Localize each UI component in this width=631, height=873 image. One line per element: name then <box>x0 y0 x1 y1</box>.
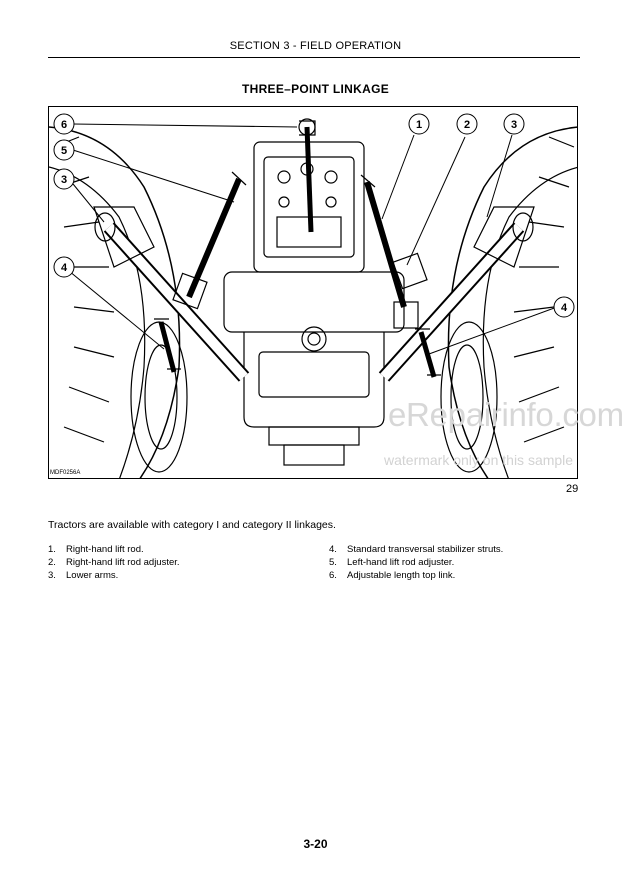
callout-label: 2 <box>464 119 470 131</box>
callout-label: 4 <box>561 302 568 314</box>
callout-4-left <box>53 256 75 278</box>
callout-label: 5 <box>61 145 67 157</box>
watermark-subtext: watermark only on this sample <box>384 452 574 468</box>
figure-number: 29 <box>566 483 579 495</box>
list-item: 2.Right-hand lift rod adjuster. <box>48 557 180 568</box>
callout-label: 3 <box>511 119 517 131</box>
legend-list-left: 1.Right-hand lift rod. 2.Right-hand lift… <box>48 543 180 582</box>
callout-5 <box>53 139 75 161</box>
list-item: 4.Standard transversal stabilizer struts… <box>329 544 504 555</box>
callout-label: 1 <box>416 119 422 131</box>
list-item: 3.Lower arms. <box>48 570 119 581</box>
watermark-text: eRepairinfo.com <box>388 396 624 433</box>
header-rule <box>48 57 580 58</box>
intro-text: Tractors are available with category I a… <box>48 519 336 531</box>
callout-2 <box>456 113 478 135</box>
callout-4-right <box>553 296 575 318</box>
legend-list-right: 4.Standard transversal stabilizer struts… <box>329 543 503 582</box>
callout-label: 4 <box>61 262 68 274</box>
callout-3-right <box>503 113 525 135</box>
list-item: 6.Adjustable length top link. <box>329 570 456 581</box>
page-number: 3-20 <box>303 837 328 851</box>
section-header: SECTION 3 - FIELD OPERATION <box>229 40 402 52</box>
callout-1 <box>408 113 430 135</box>
callout-label: 3 <box>61 174 67 186</box>
callout-3-left <box>53 168 75 190</box>
tractor-rear-drawing: 6 5 3 4 1 2 3 4 <box>49 113 577 478</box>
linkage-illustration: 6 5 3 4 1 2 3 4 <box>48 106 578 479</box>
page-title: THREE–POINT LINKAGE <box>241 82 390 96</box>
list-item: 5.Left-hand lift rod adjuster. <box>329 557 455 568</box>
callout-6 <box>53 113 75 135</box>
list-item: 1.Right-hand lift rod. <box>48 544 144 555</box>
callout-label: 6 <box>61 119 67 131</box>
figure-code: MDF0256A <box>50 470 81 476</box>
